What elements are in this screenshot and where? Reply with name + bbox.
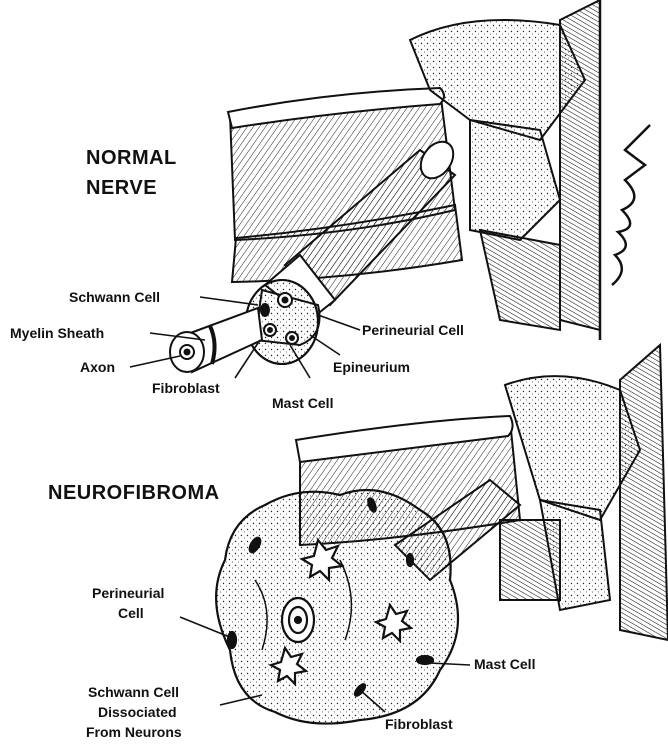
label-schwann-bottom-line2: Dissociated bbox=[98, 705, 177, 719]
neurofibroma-mass bbox=[216, 490, 458, 724]
label-perineurial-cell-top: Perineurial Cell bbox=[362, 323, 464, 337]
label-fibroblast-bottom: Fibroblast bbox=[385, 717, 453, 731]
heading-neurofibroma: NEUROFIBROMA bbox=[48, 483, 220, 503]
axon-tube bbox=[170, 308, 262, 372]
label-perineurial-bottom-line1: Perineurial bbox=[92, 586, 164, 600]
label-epineurium: Epineurium bbox=[333, 360, 410, 374]
artist-signature bbox=[612, 125, 650, 285]
label-schwann-cell: Schwann Cell bbox=[69, 290, 160, 304]
label-perineurial-bottom-line2: Cell bbox=[118, 606, 144, 620]
label-mast-cell-bottom: Mast Cell bbox=[474, 657, 535, 671]
label-mast-cell-top: Mast Cell bbox=[272, 396, 333, 410]
heading-normal-line2: NERVE bbox=[86, 178, 157, 198]
label-axon: Axon bbox=[80, 360, 115, 374]
label-myelin-sheath: Myelin Sheath bbox=[10, 326, 104, 340]
label-fibroblast-top: Fibroblast bbox=[152, 381, 220, 395]
label-schwann-bottom-line1: Schwann Cell bbox=[88, 685, 179, 699]
heading-normal-line1: NORMAL bbox=[86, 148, 177, 168]
label-schwann-bottom-line3: From Neurons bbox=[86, 725, 182, 739]
